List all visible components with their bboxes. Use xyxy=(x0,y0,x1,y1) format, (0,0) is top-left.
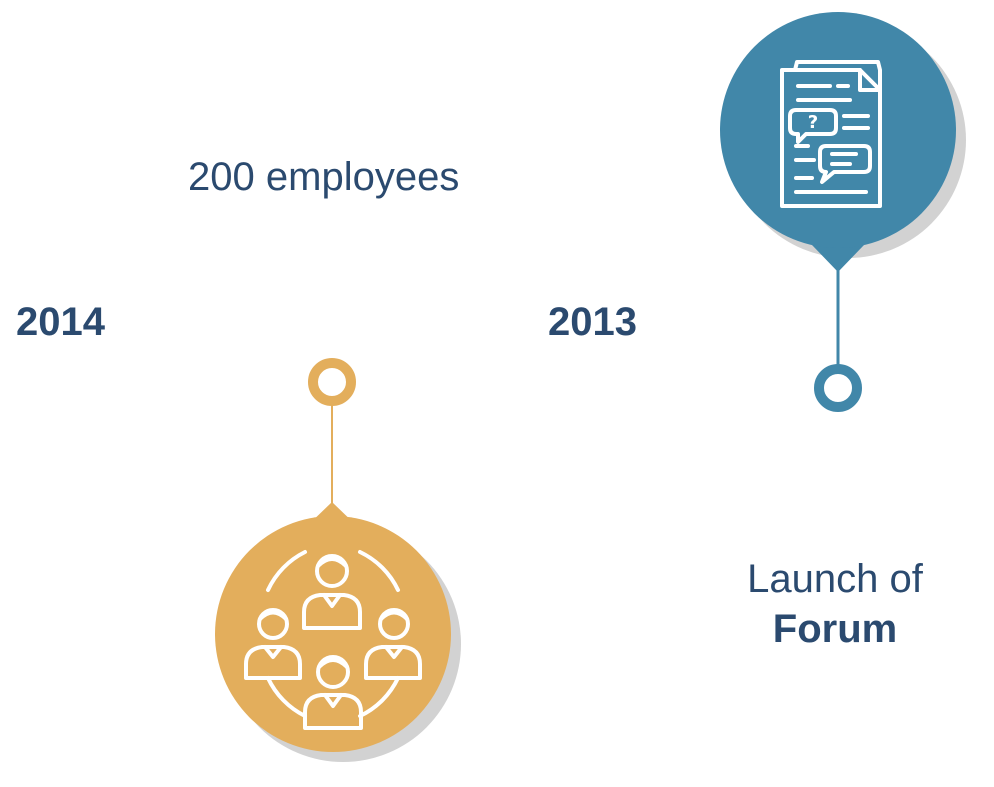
document-chat-icon xyxy=(780,60,882,208)
year-label-2014: 2014 xyxy=(16,300,105,344)
caption-forum-name: Forum xyxy=(772,607,898,651)
employee-count-unit: employees xyxy=(265,155,460,199)
milestone-caption-employees: 200 employees xyxy=(188,152,459,202)
employee-count: 200 xyxy=(188,155,255,199)
bubble-pointer xyxy=(812,245,864,272)
milestone-2014-marker xyxy=(215,358,461,762)
gold-bubble xyxy=(215,516,451,752)
blue-bubble xyxy=(720,12,956,248)
timeline-ring xyxy=(308,358,356,406)
milestone-2013-marker: ? xyxy=(720,12,966,412)
people-group-icon xyxy=(244,550,422,730)
caption-launch-of: Launch of xyxy=(747,557,923,601)
year-label-2013: 2013 xyxy=(548,300,637,344)
question-mark-icon: ? xyxy=(808,112,818,133)
timeline-ring xyxy=(814,364,862,412)
milestone-caption-forum: Launch of Forum xyxy=(700,554,970,654)
